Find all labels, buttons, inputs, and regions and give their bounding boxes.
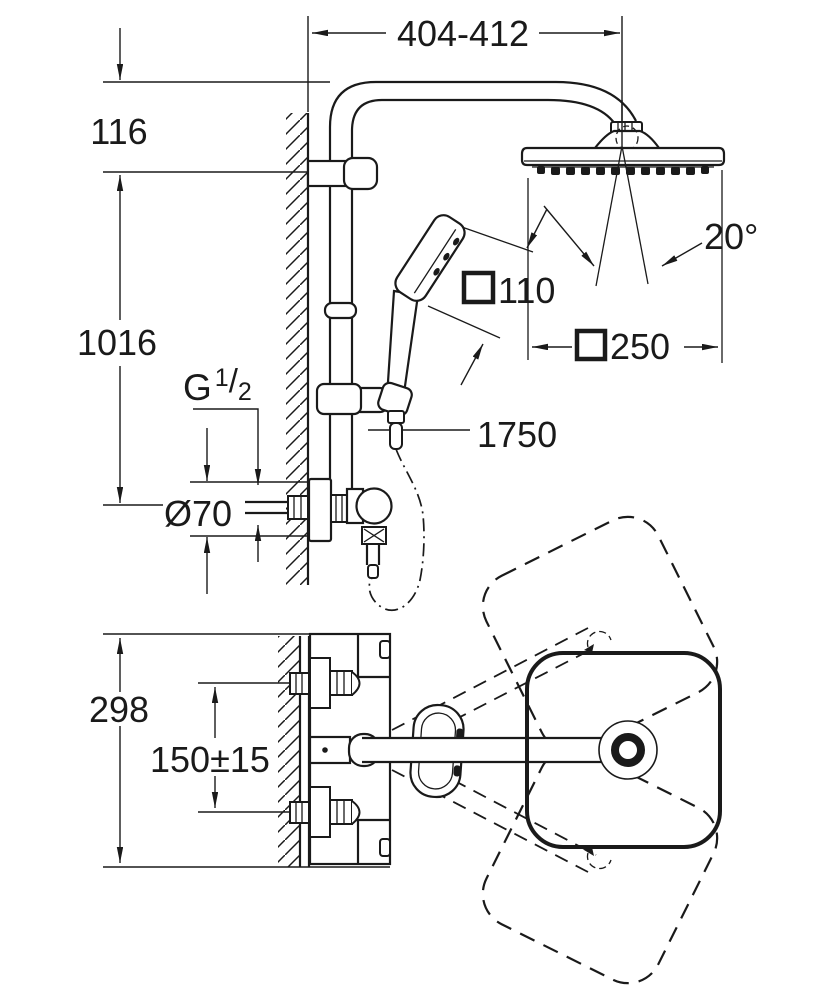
inlet-spacing-label: 150±15: [150, 739, 270, 780]
hand-shower-size-label: 110: [498, 270, 555, 311]
head-swivel-down-dashed: [481, 747, 719, 985]
hose-nut: [387, 410, 405, 424]
escutcheon-plan-top: [309, 657, 331, 709]
handle-grip-top: [379, 640, 391, 659]
outlet-block-plan: [308, 735, 352, 765]
ball-joint-dashed: [615, 125, 639, 151]
union-nut-plan-top: [329, 670, 353, 696]
head-mount: [594, 129, 660, 149]
rail-height-label: 1016: [77, 322, 157, 363]
plan-view: 298 150±15: [89, 515, 722, 985]
dim-head-shower-size: 250: [527, 170, 723, 367]
dim-top-width: 404-412: [307, 13, 623, 146]
hand-shower: [315, 214, 466, 450]
hose-length-label: 1750: [477, 414, 557, 455]
spray-cone-right: [621, 145, 649, 285]
square-symbol-110: [461, 270, 496, 305]
rail-joint-ring: [323, 301, 358, 320]
dim-hose-length: 1750: [368, 414, 557, 455]
escutcheon-plan-bottom: [309, 786, 331, 838]
shower-rail-and-arm: [306, 80, 637, 489]
hand-shower-head: [394, 214, 466, 302]
square-symbol-250: [574, 328, 608, 362]
rotation-arrow-up: [586, 630, 612, 648]
shower-arm-plan: [347, 720, 658, 780]
rail-clamp: [342, 156, 379, 191]
dim-hand-shower-size: 110: [427, 208, 555, 386]
dim-plan-depth: 298: [89, 633, 390, 868]
wall-bracket: [306, 159, 348, 188]
top-width-label: 404-412: [397, 13, 529, 54]
handle-grip-bottom: [379, 838, 391, 857]
wall-fitting-bottom: [289, 801, 310, 824]
escutcheon: [307, 477, 333, 543]
wall-section-plan: [278, 636, 311, 867]
spray-angle-label: 20°: [704, 216, 758, 257]
thermostat-valve-front: [245, 477, 393, 579]
plan-depth-label: 298: [89, 689, 149, 730]
dim-escutcheon-diameter: Ø70: [164, 428, 308, 594]
escutcheon-diameter-label: Ø70: [164, 493, 232, 534]
wall-fitting-top: [289, 672, 310, 695]
wall-union-nut: [287, 495, 309, 520]
spray-cone-left: [595, 145, 623, 287]
dim-spray-angle: 20°: [543, 205, 758, 267]
rotation-arrow-down: [586, 852, 612, 870]
shower-hose: [368, 448, 425, 611]
dim-inlet-spacing: 150±15: [150, 682, 307, 813]
outlet-tip: [367, 564, 379, 579]
head-swivel-up-dashed: [481, 515, 719, 753]
union-nut: [330, 494, 348, 523]
ball-joint-ring: [611, 733, 645, 767]
dim-head-drop: 116: [90, 28, 330, 320]
screw-dot: [322, 747, 328, 753]
hose-connector: [389, 422, 403, 450]
head-shower-plan-outline: [525, 651, 722, 849]
head-shower: [520, 100, 726, 287]
dim-rail-height: 1016: [77, 322, 163, 506]
head-drop-label: 116: [90, 111, 147, 152]
spray-nozzles: [537, 166, 709, 175]
valve-knob: [355, 487, 393, 525]
head-shower-size-label: 250: [610, 326, 670, 367]
rail-glider: [315, 382, 363, 416]
union-nut-plan-bottom: [329, 799, 353, 825]
